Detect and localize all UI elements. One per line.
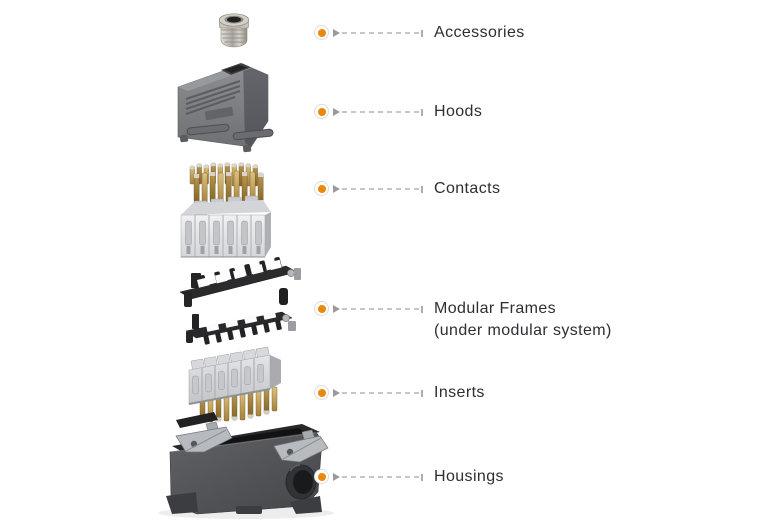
leader-line [342,389,423,397]
orange-dot-icon [317,107,326,116]
callout-contacts: Contacts [314,178,500,200]
callout-label: Inserts [434,384,485,401]
bullet-dot-icon [314,104,329,119]
leader-line [342,185,423,193]
callout-label: Housings [434,468,504,485]
bullet-dot-icon [314,25,329,40]
latch-right [273,429,329,463]
bullet-dot-icon [314,385,329,400]
arrow-right-icon [333,305,340,313]
orange-dot-icon [317,304,326,313]
latch-left [175,421,233,453]
arrow-right-icon [333,29,340,37]
callout-hoods: Hoods [314,101,482,123]
insert-block-icon [180,195,271,258]
bullet-dot-icon [314,469,329,484]
leader-line [342,473,423,481]
leader-line [342,29,423,37]
housing-icon [158,412,334,519]
orange-dot-icon [317,28,326,37]
arrow-right-icon [333,185,340,193]
callout-housings: Housings [314,466,504,488]
orange-dot-icon [317,388,326,397]
orange-dot-icon [317,184,326,193]
callout-label: Hoods [434,103,483,120]
modular-frame-upper-icon [179,256,301,307]
arrow-right-icon [333,473,340,481]
crimp-contact-row-icon [199,386,278,423]
callout-modular-frames: Modular Frames (under modular system) [314,298,612,342]
callout-label: Accessories [434,24,525,41]
leader-line [342,108,423,116]
arrow-right-icon [333,108,340,116]
callout-inserts: Inserts [314,382,485,404]
bullet-dot-icon [314,301,329,316]
insert-modules-icon [188,346,281,405]
arrow-right-icon [333,389,340,397]
bullet-dot-icon [314,181,329,196]
modular-frame-lower-icon [185,310,296,345]
leader-line [342,305,423,313]
callout-accessories: Accessories [314,22,525,44]
hood-icon [177,63,274,153]
callout-sublabel: (under modular system) [434,322,612,339]
callout-label: Contacts [434,180,501,197]
callout-label: Modular Frames [434,300,557,317]
cable-gland-icon [218,13,250,48]
orange-dot-icon [317,472,326,481]
